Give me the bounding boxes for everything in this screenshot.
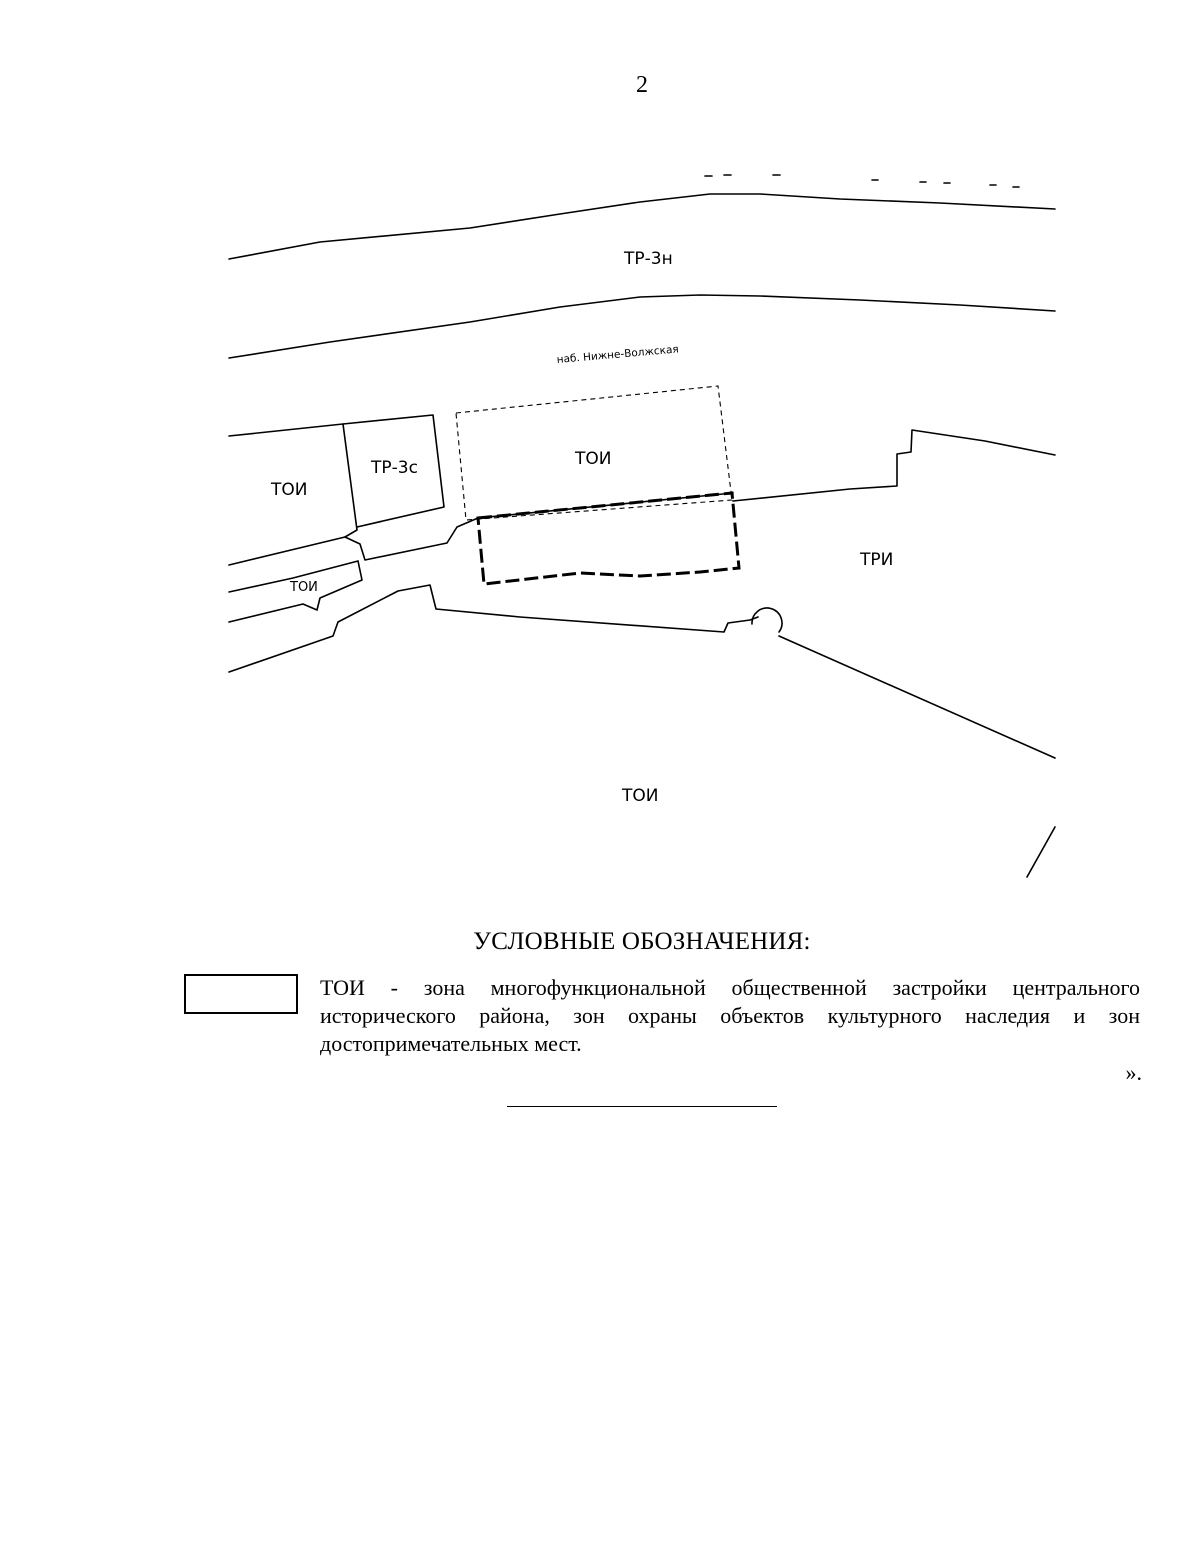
tr3n-top-boundary [228, 193, 1056, 260]
right-wall-line [778, 635, 1056, 759]
subject-parcel-outline [476, 491, 741, 586]
toi-left-connector [344, 517, 479, 561]
zone-label-toi-bottom: ТОИ [621, 786, 658, 806]
zone-label-toi-small: ТОИ [289, 580, 318, 595]
zone-label-toi-center: ТОИ [574, 449, 611, 469]
zone-label-tr3n: ТР-3н [623, 249, 673, 269]
closing-quote: ». [1125, 1060, 1143, 1085]
street-label: наб. Нижне-Волжская [556, 343, 679, 366]
page-number: 2 [636, 72, 648, 98]
bastion-arc [751, 607, 783, 633]
toi-center-dashed-outline [455, 385, 733, 521]
tr3n-bottom-boundary [228, 294, 1056, 359]
tr3s-boundary [342, 414, 445, 528]
zone-label-toi-left: ТОИ [270, 480, 307, 500]
lower-left-line [228, 584, 759, 673]
tri-boundary [732, 429, 1056, 502]
toi-left-boundary [228, 423, 358, 566]
bottom-right-line [1026, 826, 1056, 878]
zone-label-tri: ТРИ [859, 550, 893, 570]
toi-small-boundary [228, 560, 363, 623]
river-edge-dashes [704, 174, 1020, 188]
end-rule-divider [507, 1106, 777, 1107]
zone-label-tr3s: ТР-3с [370, 458, 418, 478]
legend-item-text: ТОИ - зона многофункциональной обществен… [320, 975, 1140, 1056]
legend-title: УСЛОВНЫЕ ОБОЗНАЧЕНИЯ: [473, 928, 811, 955]
zoning-map: ТР-3н наб. Нижне-Волжская ТОИ ТР-3с ТОИ … [228, 174, 1056, 878]
legend-swatch-toi [184, 974, 298, 1014]
